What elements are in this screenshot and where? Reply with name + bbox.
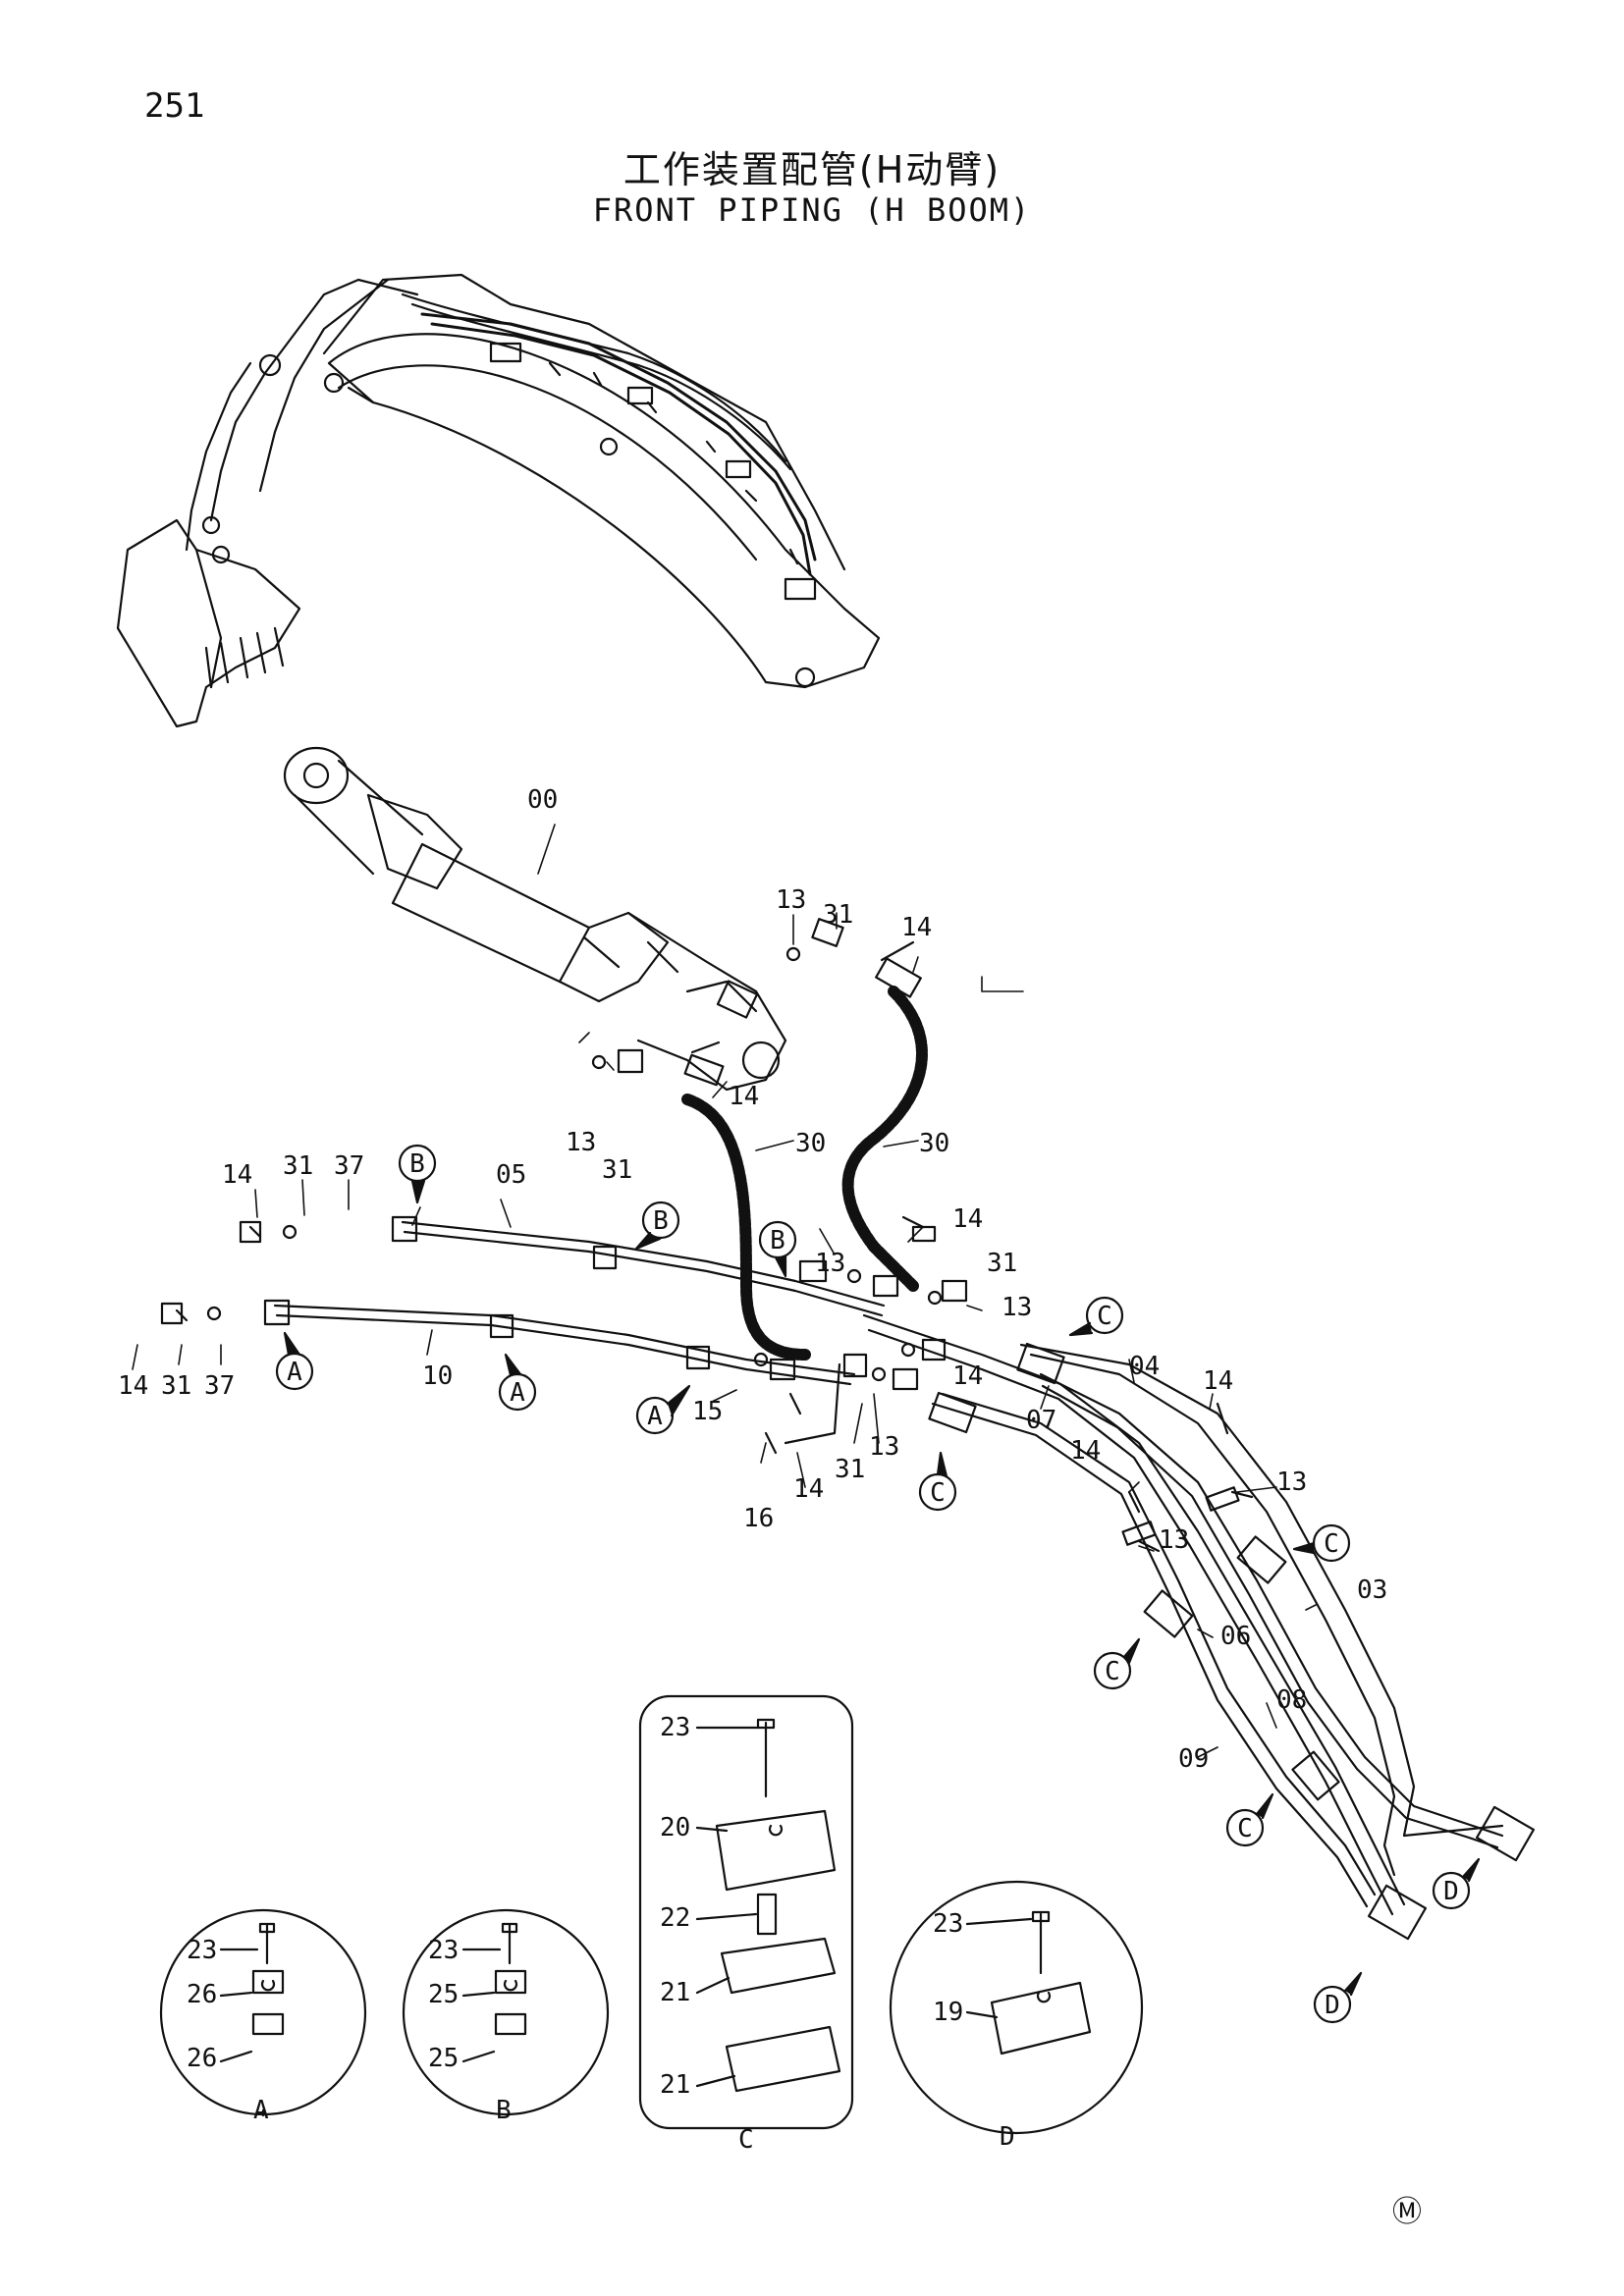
detail-c: 23 20 22 21 21 C xyxy=(638,1694,854,2155)
detail-a: 23 26 26 A xyxy=(159,1908,367,2125)
svg-text:A: A xyxy=(647,1402,663,1431)
ref-marker-b: B xyxy=(398,1144,437,1204)
svg-text:C: C xyxy=(930,1478,946,1508)
callout-14: 14 xyxy=(952,1204,983,1234)
callout-14: 14 xyxy=(1203,1366,1233,1396)
callout-13: 13 xyxy=(1001,1293,1032,1322)
svg-text:C: C xyxy=(738,2125,754,2155)
svg-text:D: D xyxy=(1000,2122,1015,2152)
svg-text:B: B xyxy=(496,2096,512,2125)
callout-labels: 00 13 31 14 14 13 31 30 30 14 31 37 05 1… xyxy=(118,785,1387,1774)
svg-text:B: B xyxy=(409,1149,425,1179)
svg-text:21: 21 xyxy=(660,1978,690,2007)
boom-cylinder xyxy=(283,746,787,1092)
callout-13: 13 xyxy=(1276,1468,1307,1497)
callout-31: 31 xyxy=(823,900,853,930)
svg-text:A: A xyxy=(253,2096,269,2125)
ref-marker-a: A xyxy=(275,1331,314,1391)
pipes-05-10 xyxy=(160,1215,886,1386)
excavator-front-sketch xyxy=(116,273,881,728)
detail-b: 23 25 25 B xyxy=(402,1908,610,2125)
callout-31: 31 xyxy=(602,1155,632,1185)
callout-08: 08 xyxy=(1276,1685,1307,1715)
callout-13: 13 xyxy=(776,885,806,915)
callout-06: 06 xyxy=(1220,1622,1251,1651)
callout-14: 14 xyxy=(952,1362,983,1391)
callout-16: 16 xyxy=(743,1504,774,1533)
svg-text:26: 26 xyxy=(187,1980,217,2009)
svg-text:C: C xyxy=(1105,1657,1120,1686)
callout-14: 14 xyxy=(222,1160,252,1190)
leader-lines xyxy=(132,824,1317,1758)
svg-text:21: 21 xyxy=(660,2070,690,2100)
callout-13: 13 xyxy=(1159,1525,1189,1555)
callout-37: 37 xyxy=(204,1371,235,1401)
callout-13: 13 xyxy=(869,1432,899,1462)
callout-31: 31 xyxy=(283,1151,313,1181)
ref-marker-c: C xyxy=(1225,1792,1274,1847)
callout-13: 13 xyxy=(815,1249,845,1278)
fittings xyxy=(591,918,1254,1553)
svg-text:A: A xyxy=(287,1358,302,1387)
reference-markers: B B B A A A C C C C C D D xyxy=(275,1144,1481,2024)
callout-37: 37 xyxy=(334,1151,364,1181)
svg-text:23: 23 xyxy=(187,1936,217,1965)
callout-07: 07 xyxy=(1026,1406,1056,1435)
callout-15: 15 xyxy=(692,1397,723,1426)
svg-text:C: C xyxy=(1097,1302,1112,1331)
svg-text:20: 20 xyxy=(660,1813,690,1842)
callout-05: 05 xyxy=(496,1160,526,1190)
callout-14: 14 xyxy=(793,1474,824,1504)
callout-30: 30 xyxy=(919,1129,949,1158)
svg-text:26: 26 xyxy=(187,2044,217,2073)
ref-marker-b: B xyxy=(758,1220,797,1278)
callout-13: 13 xyxy=(566,1128,596,1157)
svg-text:B: B xyxy=(770,1226,785,1255)
callout-31: 31 xyxy=(987,1249,1017,1278)
svg-text:D: D xyxy=(1325,1991,1340,2020)
ref-marker-c: C xyxy=(918,1451,957,1512)
ref-marker-a: A xyxy=(635,1384,691,1435)
callout-14: 14 xyxy=(729,1082,759,1111)
svg-text:23: 23 xyxy=(933,1909,963,1939)
svg-text:25: 25 xyxy=(428,1980,459,2009)
callout-09: 09 xyxy=(1178,1744,1209,1774)
svg-text:22: 22 xyxy=(660,1903,690,1933)
callout-03: 03 xyxy=(1357,1575,1387,1605)
svg-text:23: 23 xyxy=(428,1936,459,1965)
svg-text:A: A xyxy=(510,1378,525,1408)
detail-d: 23 19 D xyxy=(889,1880,1144,2152)
pipes-03-09 xyxy=(862,1313,1536,1941)
callout-30: 30 xyxy=(795,1129,826,1158)
svg-text:19: 19 xyxy=(933,1998,963,2027)
ref-marker-c: C xyxy=(1093,1637,1141,1690)
ref-marker-d: D xyxy=(1313,1971,1363,2024)
ref-marker-c: C xyxy=(1292,1523,1351,1563)
hoses-30 xyxy=(681,986,928,1361)
callout-31: 31 xyxy=(835,1455,865,1484)
svg-text:25: 25 xyxy=(428,2044,459,2073)
registered-mark: Ⓜ xyxy=(1392,2195,1422,2229)
title-chinese: 工作装置配管(H动臂) xyxy=(623,148,1001,191)
callout-31: 31 xyxy=(161,1371,191,1401)
ref-marker-a: A xyxy=(498,1353,537,1412)
svg-text:B: B xyxy=(653,1206,669,1236)
callout-14: 14 xyxy=(1070,1436,1101,1466)
svg-text:D: D xyxy=(1443,1877,1459,1906)
svg-text:23: 23 xyxy=(660,1713,690,1742)
callout-04: 04 xyxy=(1129,1352,1160,1381)
ref-marker-b: B xyxy=(634,1201,680,1251)
svg-text:C: C xyxy=(1324,1529,1339,1559)
callout-14: 14 xyxy=(118,1371,148,1401)
ref-marker-c: C xyxy=(1068,1296,1124,1337)
page-number: 251 xyxy=(144,86,205,126)
callout-10: 10 xyxy=(422,1362,453,1391)
ref-marker-d: D xyxy=(1432,1857,1481,1910)
callout-00: 00 xyxy=(527,785,558,815)
svg-text:C: C xyxy=(1237,1814,1253,1843)
title-english: FRONT PIPING (H BOOM) xyxy=(592,191,1032,229)
callout-14: 14 xyxy=(901,913,932,942)
